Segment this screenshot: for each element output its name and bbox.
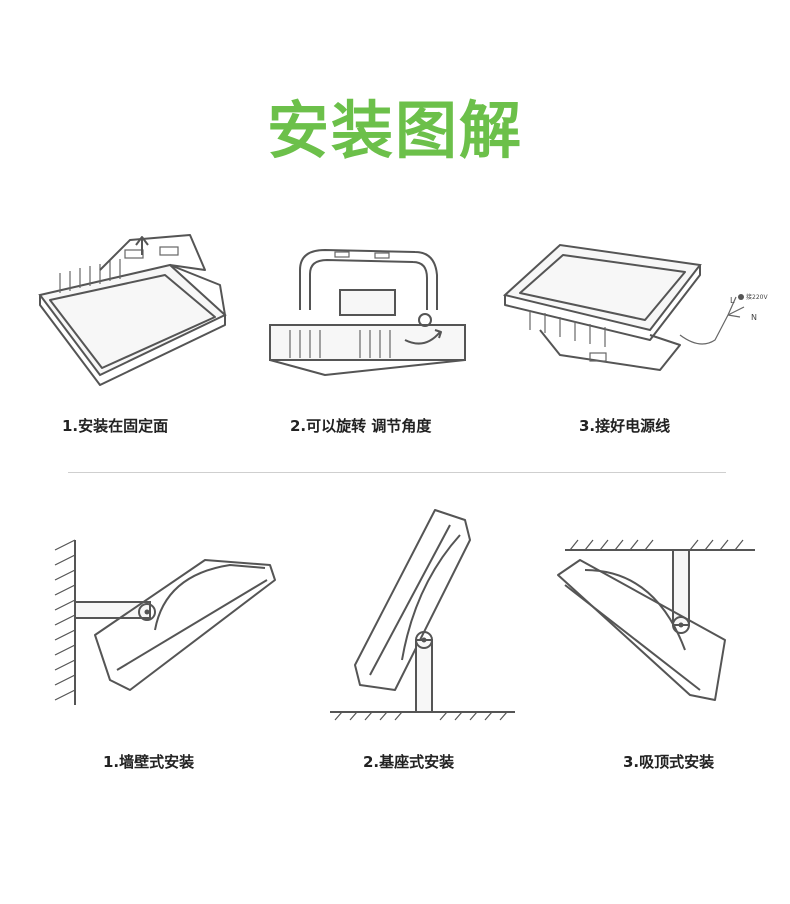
step3-wiring-illustration: 接220V L N xyxy=(502,243,768,371)
wire-label-live: L xyxy=(730,296,735,305)
rotate-arrow-icon xyxy=(404,329,442,345)
step2-caption: 2.可以旋转 调节角度 xyxy=(290,417,432,435)
heatsink-fins xyxy=(289,330,391,358)
base-mount-caption: 2.基座式安装 xyxy=(363,753,455,771)
step2-rotate-illustration xyxy=(269,249,466,376)
wall-mount-illustration xyxy=(54,539,276,705)
power-cable xyxy=(679,314,729,345)
step3-caption: 3.接好电源线 xyxy=(579,417,671,435)
step1-caption: 1.安装在固定面 xyxy=(62,417,169,435)
up-arrow-icon xyxy=(135,236,149,255)
section-divider xyxy=(68,472,726,473)
wire-label-ground: 接220V xyxy=(746,293,768,301)
ceiling-hatching xyxy=(569,539,744,551)
ground-terminal-icon xyxy=(738,294,744,300)
base-mount-illustration xyxy=(330,509,515,721)
step1-fixed-mount-illustration xyxy=(38,234,227,386)
wire-label-neutral: N xyxy=(751,313,757,322)
floor-hatching xyxy=(334,711,508,721)
page-title: 安装图解 xyxy=(266,94,523,167)
wall-hatching xyxy=(54,539,76,701)
ceiling-mount-caption: 3.吸顶式安装 xyxy=(623,753,715,771)
wall-mount-caption: 1.墙壁式安装 xyxy=(103,753,195,771)
heatsink-fins xyxy=(59,259,121,293)
ceiling-mount-illustration xyxy=(557,539,755,701)
heatsink-fins xyxy=(529,310,606,347)
